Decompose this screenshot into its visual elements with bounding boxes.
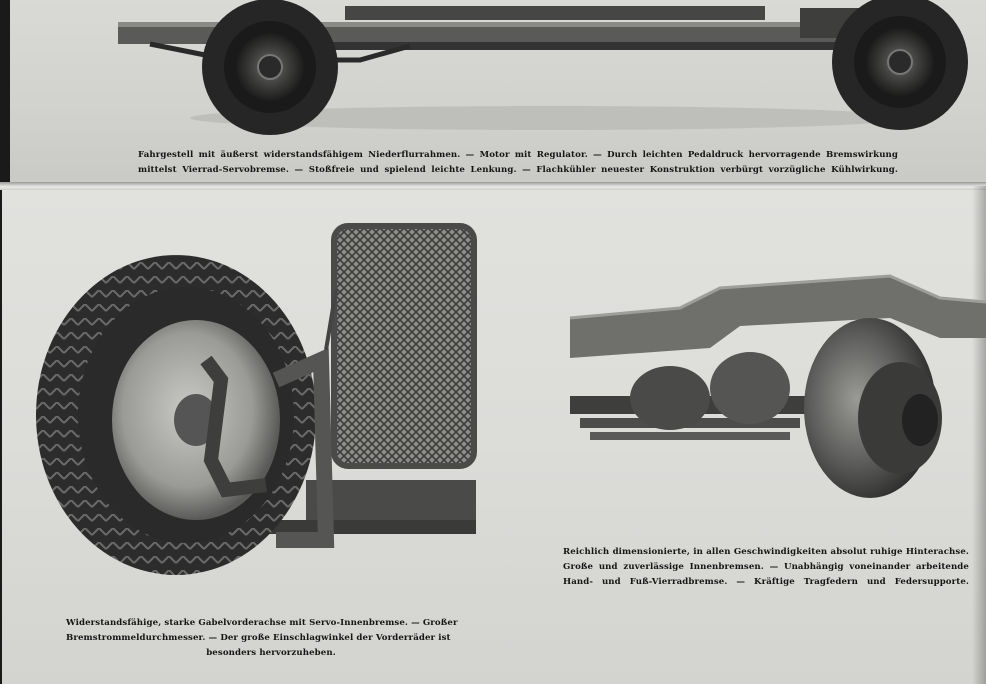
rear-axle-caption-line-2: Große und zuverlässige Innenbremsen. — U…	[563, 562, 969, 572]
front-axle-caption-line-1: Widerstandsfähige, starke Gabelvorderach…	[66, 618, 458, 628]
front-wheel	[202, 0, 338, 135]
front-axle-caption-line-2: Bremstrommeldurchmesser. — Der große Ein…	[66, 633, 451, 643]
rear-axle-caption-line-1: Reichlich dimensionierte, in allen Gesch…	[563, 547, 969, 557]
front-axle-caption-line-3: besonders hervorzuheben.	[206, 648, 336, 658]
chassis-caption-line-2: mittelst Vierrad-Servobremse. — Stoßfrei…	[138, 165, 898, 175]
front-axle-caption: Widerstandsfähige, starke Gabelvorderach…	[66, 616, 476, 661]
chassis-caption-line-1: Fahrgestell mit äußerst widerstandsfähig…	[138, 150, 898, 160]
rear-axle-caption-line-3: Hand- und Fuß-Vierradbremse. — Kräftige …	[563, 577, 969, 587]
front-axle-photo	[36, 223, 477, 575]
rear-wheel	[832, 0, 968, 130]
rear-axle-caption: Reichlich dimensionierte, in allen Gesch…	[563, 545, 969, 590]
rear-axle-photo	[569, 274, 986, 498]
chassis-photo	[118, 0, 968, 135]
page-fold	[0, 182, 986, 190]
chassis-caption: Fahrgestell mit äußerst widerstandsfähig…	[138, 148, 898, 178]
